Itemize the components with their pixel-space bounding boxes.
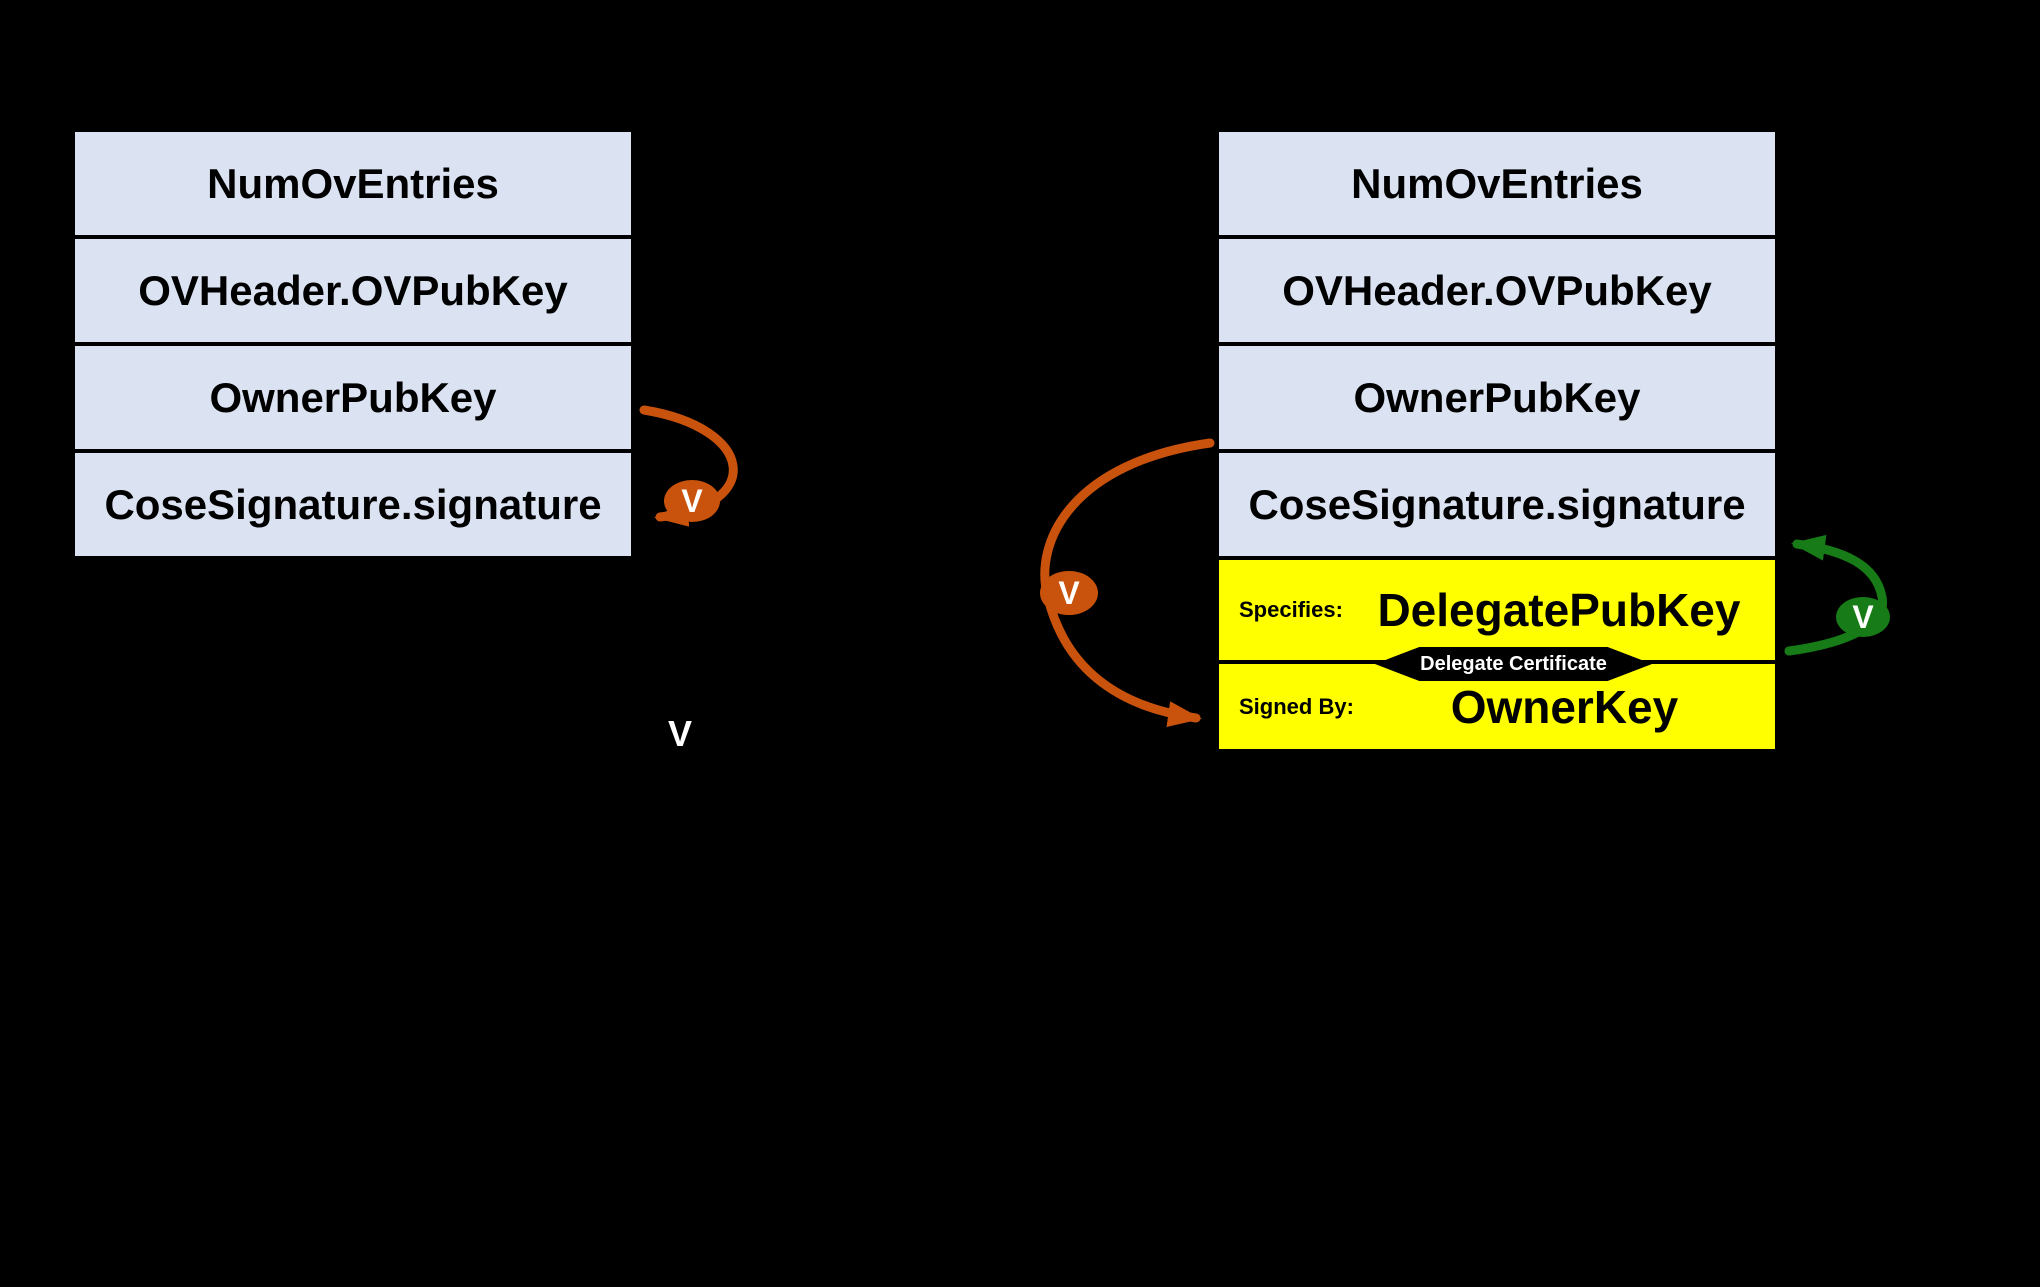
row-label: NumOvEntries <box>1351 159 1643 207</box>
table-row: OwnerPubKey <box>75 346 631 449</box>
delegate-verify-arrow <box>1784 534 1888 656</box>
right-verify-badge-label: V <box>1058 575 1080 611</box>
table-row: NumOvEntries <box>1219 132 1775 235</box>
signed-by-label: Signed By: <box>1239 693 1354 719</box>
table-row: OVHeader.OVPubKey <box>1219 239 1775 342</box>
right-verify-arrow <box>1040 438 1215 727</box>
left-verify-badge <box>664 480 720 522</box>
row-label: OVHeader.OVPubKey <box>138 266 568 314</box>
left-verify-badge-label: V <box>681 483 703 519</box>
right-verify-badge <box>1040 571 1098 615</box>
legend-v-mark: V <box>668 713 692 754</box>
owner-key-value: OwnerKey <box>1450 680 1679 733</box>
right-voucher-table: NumOvEntries OVHeader.OVPubKey OwnerPubK… <box>1212 125 1782 758</box>
row-label: OVHeader.OVPubKey <box>1282 266 1712 314</box>
table-row: OVHeader.OVPubKey <box>75 239 631 342</box>
delegate-pubkey-row: Specifies: DelegatePubKey <box>1219 560 1775 660</box>
row-label: OwnerPubKey <box>1353 373 1641 421</box>
left-voucher-table: NumOvEntries OVHeader.OVPubKey OwnerPubK… <box>68 125 638 565</box>
left-verify-arrow <box>639 405 738 527</box>
table-row: NumOvEntries <box>75 132 631 235</box>
row-label: CoseSignature.signature <box>104 480 602 528</box>
specifies-label: Specifies: <box>1239 597 1343 622</box>
row-label: NumOvEntries <box>207 159 499 207</box>
table-row: OwnerPubKey <box>1219 346 1775 449</box>
delegate-certificate-ribbon: Delegate Certificate <box>1375 647 1652 681</box>
delegate-pubkey-value: DelegatePubKey <box>1377 584 1741 636</box>
delegate-verify-badge <box>1836 597 1890 637</box>
table-row: CoseSignature.signature <box>75 453 631 556</box>
row-label: CoseSignature.signature <box>1248 480 1746 528</box>
row-label: OwnerPubKey <box>209 373 497 421</box>
table-row: CoseSignature.signature <box>1219 453 1775 556</box>
delegate-certificate-label: Delegate Certificate <box>1420 652 1607 675</box>
delegate-verify-badge-label: V <box>1852 599 1874 635</box>
